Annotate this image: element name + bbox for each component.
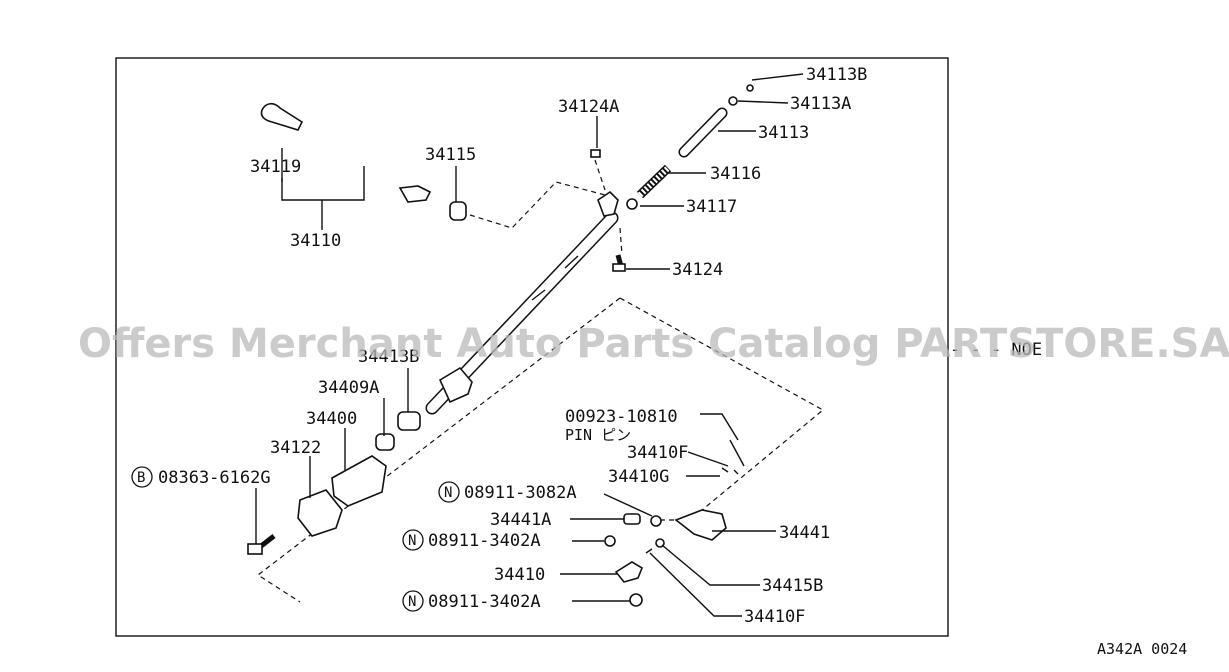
label-08911-3082a: 08911-3082A	[464, 483, 577, 503]
label-34409a: 34409A	[318, 378, 379, 398]
figure-code: A342A 0024	[1097, 640, 1187, 658]
part-34113a-washer	[728, 96, 738, 106]
nut-08911-3082a	[650, 515, 662, 527]
badge-n-2	[402, 529, 424, 551]
label-34116: 34116	[710, 164, 761, 184]
part-34124a-nut	[590, 149, 601, 158]
part-34119-knob	[260, 102, 304, 131]
nut-08911-3402a-upper	[604, 535, 616, 547]
right-edge-fragment: - - - NOE	[950, 340, 1042, 360]
leader-lines	[255, 73, 804, 617]
badge-b	[131, 466, 153, 488]
part-34409a-bushing	[397, 411, 421, 431]
label-34415b: 34415B	[762, 576, 823, 596]
label-08911-3402a-upper: 08911-3402A	[428, 531, 541, 551]
label-34119: 34119	[250, 157, 301, 177]
label-34410: 34410	[494, 565, 545, 585]
nut-08911-3402a-lower	[629, 593, 643, 607]
label-34410g: 34410G	[608, 467, 669, 487]
part-34116-spring	[636, 164, 672, 199]
badge-n-1	[438, 481, 460, 503]
part-labels: 34113B 34113A 34113 34124A 34116 34117 3…	[131, 65, 867, 627]
part-34413b-socket	[438, 366, 473, 404]
bolt-08363	[247, 534, 276, 555]
label-34410f-bottom: 34410F	[744, 607, 805, 627]
label-34122: 34122	[270, 438, 321, 458]
diagram-frame	[115, 57, 949, 637]
label-pin: PIN ピン	[565, 426, 631, 444]
label-34410f-top: 34410F	[627, 443, 688, 463]
rod-bracket-upper	[597, 190, 619, 217]
label-34110: 34110	[290, 231, 341, 251]
label-34124a: 34124A	[558, 97, 619, 117]
part-34410f-clip	[645, 548, 653, 554]
badge-n-1-letter: N	[444, 485, 452, 501]
watermark: Offers Merchant Auto Parts Catalog PARTS…	[78, 321, 1229, 367]
label-34117: 34117	[686, 197, 737, 217]
badge-n-3	[402, 590, 424, 612]
part-34441-lever	[674, 509, 727, 541]
part-34410f-34410g	[721, 467, 739, 475]
part-34410-arm	[614, 561, 643, 583]
label-34400: 34400	[306, 409, 357, 429]
part-34113-rod	[678, 107, 728, 158]
part-34113b-clip	[746, 84, 754, 92]
label-34113: 34113	[758, 123, 809, 143]
label-34441a: 34441A	[490, 510, 551, 530]
label-34441: 34441	[779, 523, 830, 543]
label-34115: 34115	[425, 145, 476, 165]
label-34113a: 34113A	[790, 94, 851, 114]
dashed-outline-right	[619, 297, 825, 521]
dashed-outline-left	[256, 297, 621, 603]
part-pin-00923	[729, 439, 745, 467]
part-34400-ring	[375, 433, 395, 451]
label-34413b: 34413B	[358, 347, 419, 367]
part-34122-boot	[297, 489, 343, 537]
part-34115-bushing	[449, 201, 467, 221]
part-34117-collar	[626, 198, 638, 210]
part-34400-housing	[331, 455, 387, 507]
badge-n-3-letter: N	[408, 594, 416, 610]
part-34441a-pin	[623, 513, 641, 525]
label-34113b: 34113B	[806, 65, 867, 85]
part-34124-bolt	[612, 254, 626, 272]
dashed-link-34124	[619, 227, 623, 256]
part-34110-shift-lever	[299, 122, 432, 203]
badge-b-letter: B	[137, 470, 145, 486]
badge-n-2-letter: N	[408, 533, 416, 549]
dashed-link-34124a	[594, 159, 606, 191]
label-08363-6162g: 08363-6162G	[158, 468, 271, 488]
dashed-link-upper	[469, 181, 606, 229]
label-34124: 34124	[672, 260, 723, 280]
label-00923-10810: 00923-10810	[565, 407, 678, 427]
label-08911-3402a-lower: 08911-3402A	[428, 592, 541, 612]
